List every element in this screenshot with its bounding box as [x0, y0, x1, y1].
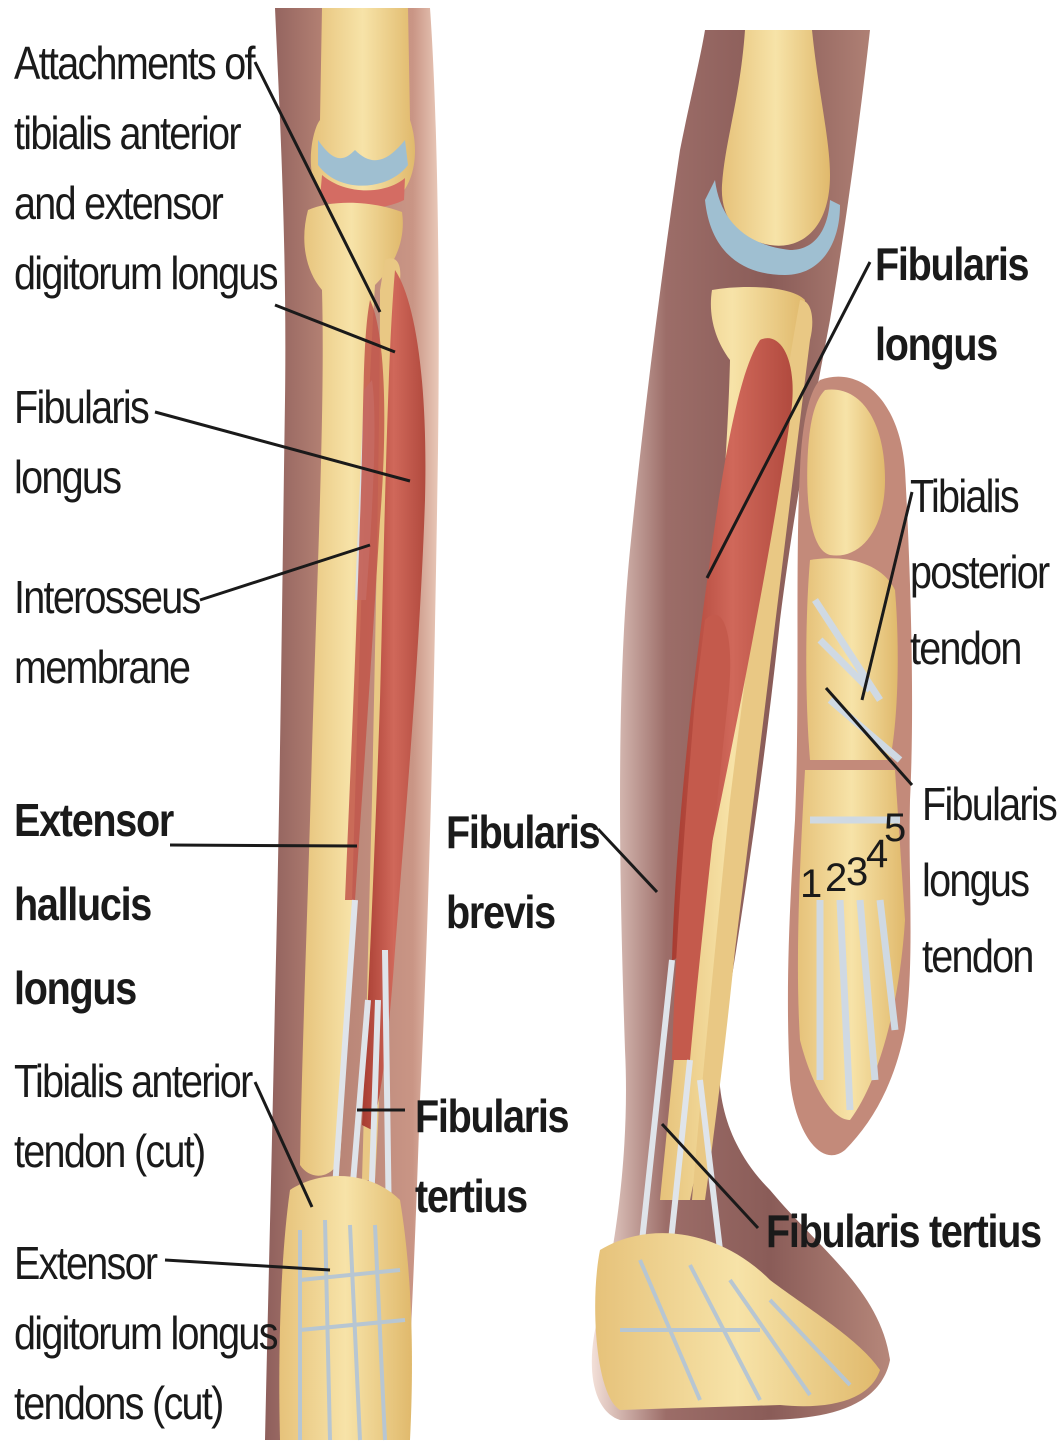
label-fibularis-brevis: Fibularis brevis — [446, 792, 599, 952]
label-interosseus-membrane: Interosseus membrane — [14, 562, 200, 702]
label-fibularis-longus-tendon: Fibularis longus tendon — [922, 766, 1056, 994]
toe-number-2: 2 — [825, 858, 847, 898]
label-attachments: Attachments of tibialis anterior and ext… — [14, 28, 277, 308]
label-fibularis-longus-right: Fibularis longus — [875, 224, 1028, 384]
label-fibularis-longus-left: Fibularis longus — [14, 372, 148, 512]
label-tibialis-posterior-tendon: Tibialis posterior tendon — [910, 458, 1048, 686]
toe-number-5: 5 — [884, 808, 906, 848]
leader-extensor-hallucis — [170, 845, 357, 846]
label-tibialis-anterior-tendon: Tibialis anterior tendon (cut) — [14, 1046, 252, 1186]
label-fibularis-tertius-left: Fibularis tertius — [415, 1076, 568, 1236]
label-extensor-digitorum-tendons: Extensor digitorum longus tendons (cut) — [14, 1228, 277, 1438]
label-extensor-hallucis-longus: Extensor hallucis longus — [14, 778, 173, 1030]
toe-number-3: 3 — [846, 852, 868, 892]
left-leg-illustration — [265, 8, 439, 1440]
toe-number-1: 1 — [800, 864, 822, 904]
label-fibularis-tertius-right: Fibularis tertius — [766, 1196, 1041, 1266]
